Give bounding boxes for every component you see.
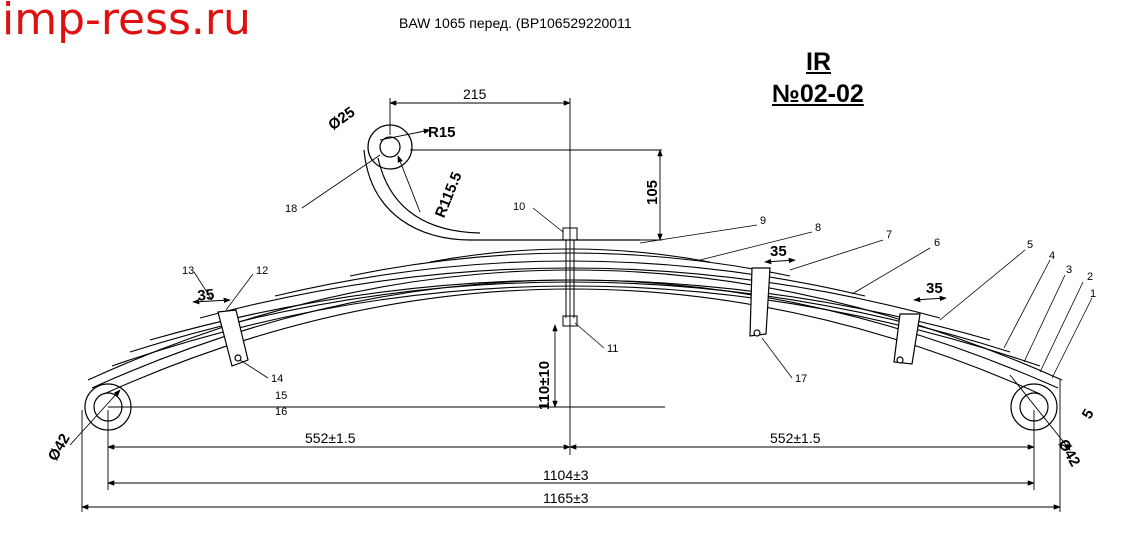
callout-13: 13 bbox=[182, 265, 194, 277]
dim-right-small: 5 bbox=[1079, 406, 1098, 422]
dim-eye-radius: R15 bbox=[428, 124, 456, 141]
dim-camber: 110±10 bbox=[536, 361, 553, 410]
clamp-middle bbox=[749, 267, 771, 337]
dim-half-left: 552±1.5 bbox=[305, 430, 356, 446]
clamp-left bbox=[217, 309, 249, 367]
callout-8: 8 bbox=[815, 222, 821, 234]
dimension-lines bbox=[69, 98, 1071, 512]
callout-16: 16 bbox=[275, 406, 287, 418]
dim-left-bush: Ø42 bbox=[45, 431, 74, 464]
dim-clip-left: 35 bbox=[197, 286, 215, 305]
callout-3: 3 bbox=[1066, 264, 1072, 276]
dim-half-right: 552±1.5 bbox=[770, 430, 821, 446]
callout-2: 2 bbox=[1087, 271, 1093, 283]
dim-arc-radius: R115.5 bbox=[432, 170, 466, 220]
callout-6: 6 bbox=[934, 237, 940, 249]
part-code-number: №02-02 bbox=[772, 80, 864, 108]
upper-helper-leaf bbox=[363, 124, 640, 241]
part-code-prefix: IR bbox=[806, 48, 831, 76]
callout-4: 4 bbox=[1049, 250, 1055, 262]
callout-9: 9 bbox=[760, 215, 766, 227]
callout-17: 17 bbox=[795, 373, 807, 385]
dim-center-length: 1104±3 bbox=[543, 467, 589, 483]
callout-11: 11 bbox=[607, 343, 618, 355]
clamp-right bbox=[893, 313, 921, 365]
callout-14: 14 bbox=[271, 373, 283, 385]
drawing-title: BAW 1065 перед. (BP106529220011 bbox=[399, 15, 632, 31]
callout-12: 12 bbox=[256, 265, 268, 277]
top-eye-inner bbox=[379, 136, 401, 158]
brand-logo-text: imp-ress.ru bbox=[2, 0, 251, 45]
dim-top-length: 215 bbox=[463, 86, 487, 102]
callout-18: 18 bbox=[285, 203, 297, 215]
dim-clip-middle: 35 bbox=[770, 243, 787, 260]
callout-15: 15 bbox=[275, 390, 287, 402]
callout-1: 1 bbox=[1090, 288, 1096, 300]
dim-total-length: 1165±3 bbox=[543, 490, 589, 506]
dim-right-bush: Ø42 bbox=[1055, 437, 1084, 470]
clamps bbox=[217, 267, 921, 367]
dim-rise: 105 bbox=[644, 180, 661, 205]
dim-clip-right: 35 bbox=[926, 280, 943, 297]
callout-5: 5 bbox=[1027, 239, 1033, 251]
callout-7: 7 bbox=[886, 229, 892, 241]
dim-eye-diameter: Ø25 bbox=[325, 104, 358, 134]
callout-10: 10 bbox=[513, 201, 525, 213]
callout-leaders bbox=[193, 154, 1093, 379]
